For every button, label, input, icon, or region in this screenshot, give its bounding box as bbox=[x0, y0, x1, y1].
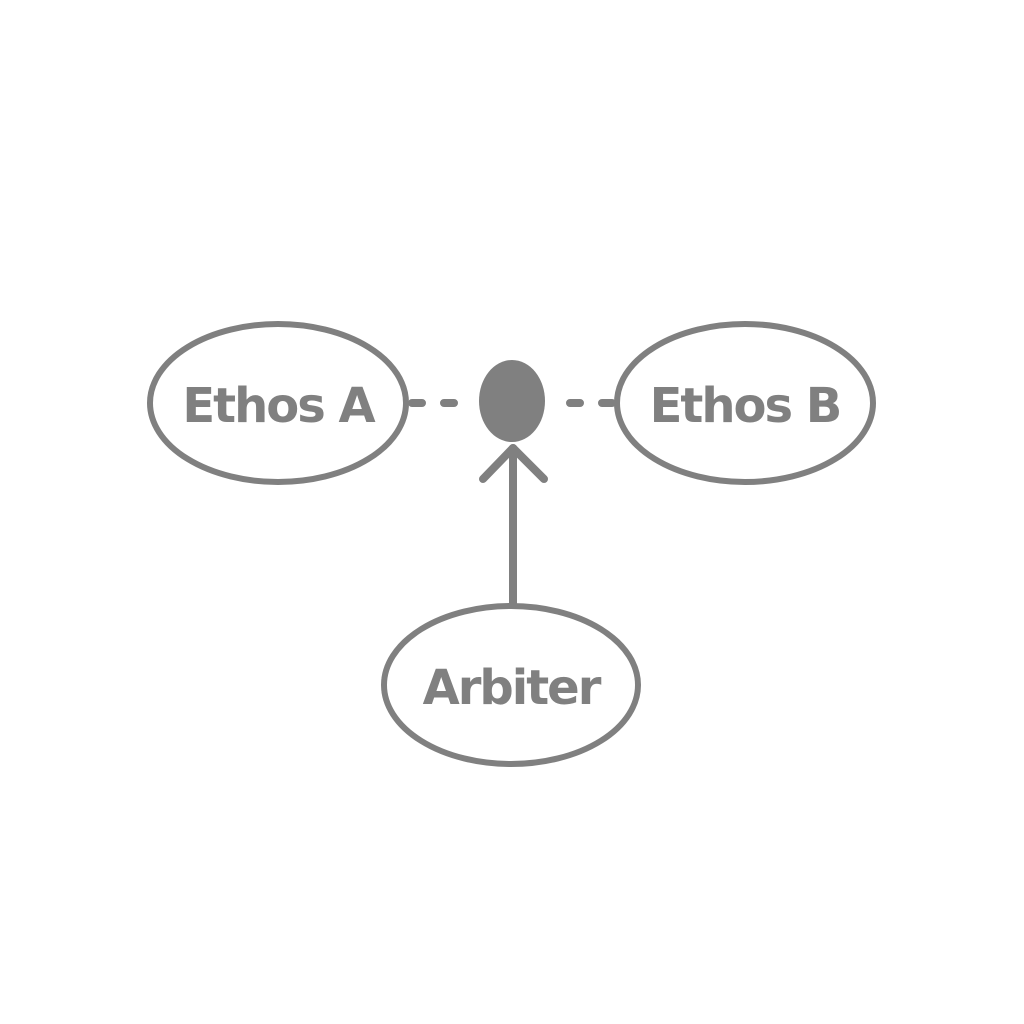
junction-node bbox=[479, 360, 545, 442]
node-ethos-a-label: Ethos A bbox=[182, 378, 375, 434]
node-ethos-b-shape bbox=[614, 321, 876, 485]
node-arbiter[interactable]: Arbiter bbox=[381, 603, 641, 767]
node-ethos-a-shape bbox=[147, 321, 409, 485]
node-ethos-b[interactable]: Ethos B bbox=[614, 321, 876, 485]
node-arbiter-shape bbox=[381, 603, 641, 767]
node-ethos-b-label: Ethos B bbox=[650, 378, 841, 434]
node-arbiter-label: Arbiter bbox=[423, 660, 602, 716]
node-ethos-a[interactable]: Ethos A bbox=[147, 321, 409, 485]
arrowhead bbox=[479, 444, 548, 483]
